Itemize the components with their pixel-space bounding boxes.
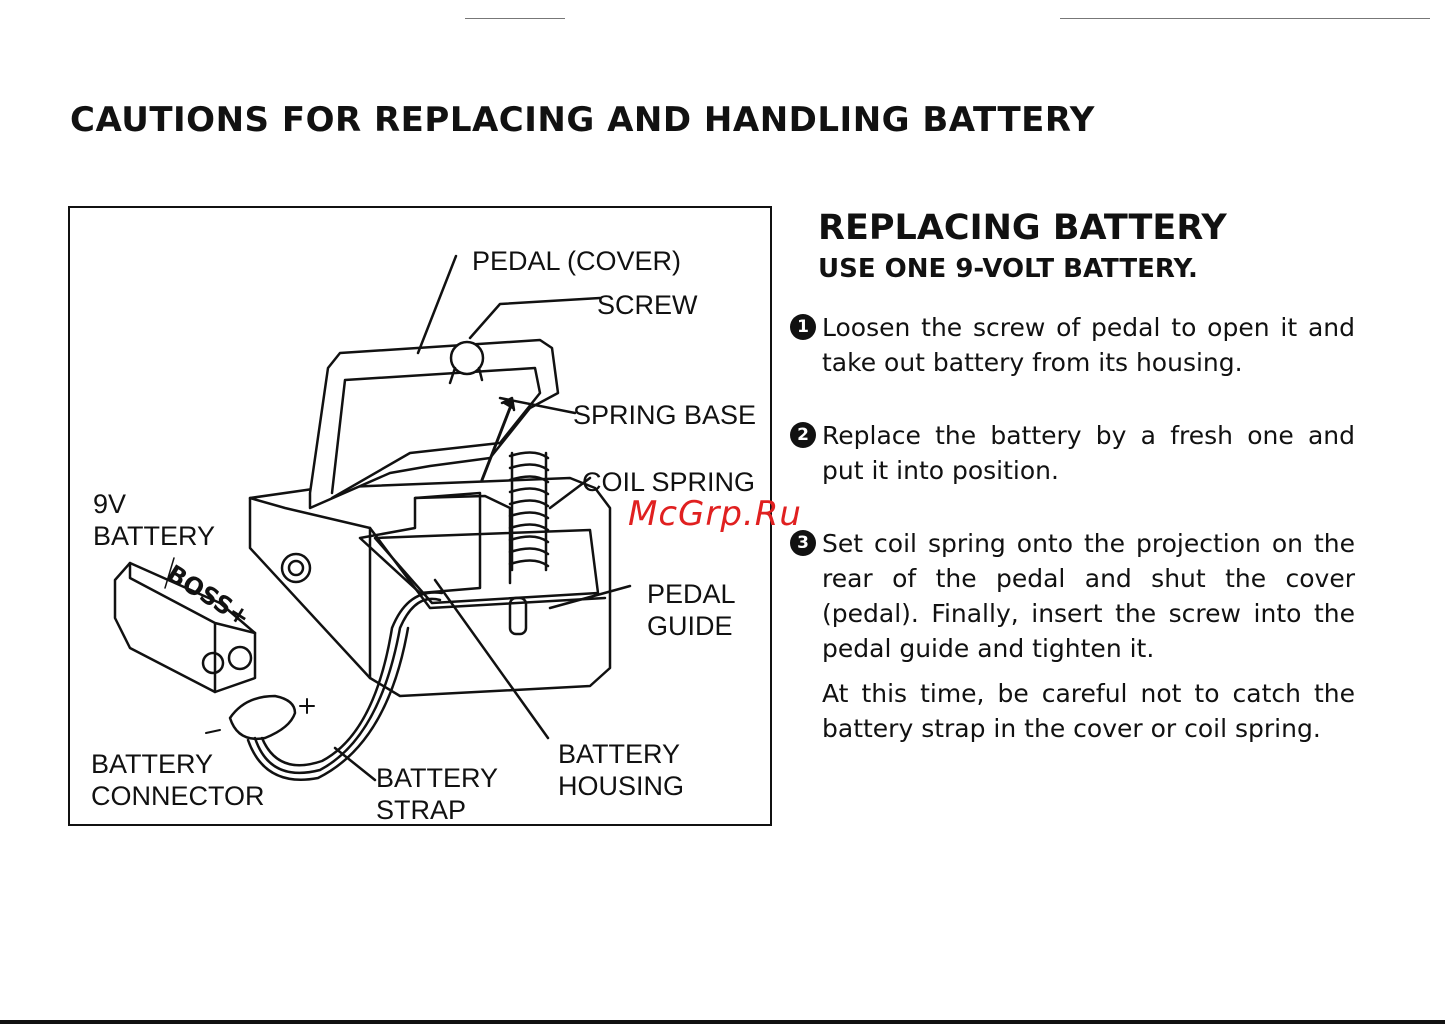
step-number: 3 xyxy=(790,530,816,556)
spring-base-arrow xyxy=(480,406,512,482)
step-text: Loosen the screw of pedal to open it and… xyxy=(822,313,1355,377)
step-text: Set coil spring onto the projection on t… xyxy=(822,529,1355,663)
plus-mark xyxy=(299,698,315,714)
section-subtitle: USE ONE 9-VOLT BATTERY. xyxy=(818,254,1198,284)
watermark: McGrp.Ru xyxy=(628,494,802,534)
battery-strap xyxy=(253,597,442,775)
side-knob xyxy=(280,552,312,584)
battery-housing xyxy=(358,491,482,595)
pedal-illustration: BOSS+ xyxy=(113,254,632,782)
leader-pedal-guide xyxy=(548,584,632,610)
leader-screw xyxy=(468,296,602,340)
nine-volt-battery xyxy=(113,561,257,694)
page-bottom-rule xyxy=(0,1020,1445,1024)
caution-note: At this time, be careful not to catch th… xyxy=(822,679,1355,743)
label-screw: SCREW xyxy=(597,290,698,320)
label-9v-battery: 9V BATTERY xyxy=(93,489,216,551)
pedal-body xyxy=(248,476,612,698)
scan-speck xyxy=(1060,18,1430,19)
label-coil-spring: COIL SPRING xyxy=(582,467,756,497)
screw-shaft xyxy=(448,366,484,385)
pedal-body-rim xyxy=(373,528,600,605)
pedal-cover xyxy=(308,338,560,510)
step-1: 1 Loosen the screw of pedal to open it a… xyxy=(790,310,1355,380)
leader-spring-base xyxy=(498,396,577,415)
step-3: 3 Set coil spring onto the projection on… xyxy=(790,526,1355,666)
step-number: 2 xyxy=(790,422,816,448)
instructions: REPLACING BATTERY USE ONE 9-VOLT BATTERY… xyxy=(790,206,1355,746)
screw xyxy=(449,340,485,376)
step-number: 1 xyxy=(790,314,816,340)
label-pedal-guide: PEDAL GUIDE xyxy=(647,579,736,641)
battery-connector xyxy=(228,694,297,741)
label-spring-base: SPRING BASE xyxy=(573,400,757,430)
coil-spring xyxy=(508,451,550,572)
leader-pedal-cover xyxy=(416,254,458,355)
section-title: REPLACING BATTERY xyxy=(818,208,1227,248)
step-text: Replace the battery by a fresh one and p… xyxy=(822,421,1355,485)
leader-battery-9v xyxy=(164,557,175,589)
leader-battery-housing xyxy=(433,578,550,740)
label-pedal-cover: PEDAL (COVER) xyxy=(472,246,682,276)
housing-inner xyxy=(413,494,512,585)
label-battery-connector: BATTERY CONNECTOR xyxy=(91,749,265,811)
pedal-cover-inner xyxy=(330,366,542,500)
step-2: 2 Replace the battery by a fresh one and… xyxy=(790,418,1355,488)
scan-speck xyxy=(465,18,565,19)
leader-battery-strap xyxy=(333,746,377,782)
leader-coil-spring xyxy=(548,476,592,510)
minus-mark xyxy=(205,729,221,734)
label-battery-housing: BATTERY HOUSING xyxy=(558,739,685,801)
pedal-guide-slot xyxy=(508,596,528,636)
label-battery-strap: BATTERY STRAP xyxy=(376,763,499,825)
page-title: CAUTIONS FOR REPLACING AND HANDLING BATT… xyxy=(70,100,1095,140)
battery-diagram: BOSS+ PEDAL (COVER) SCREW SPRING BASE CO… xyxy=(68,206,772,826)
